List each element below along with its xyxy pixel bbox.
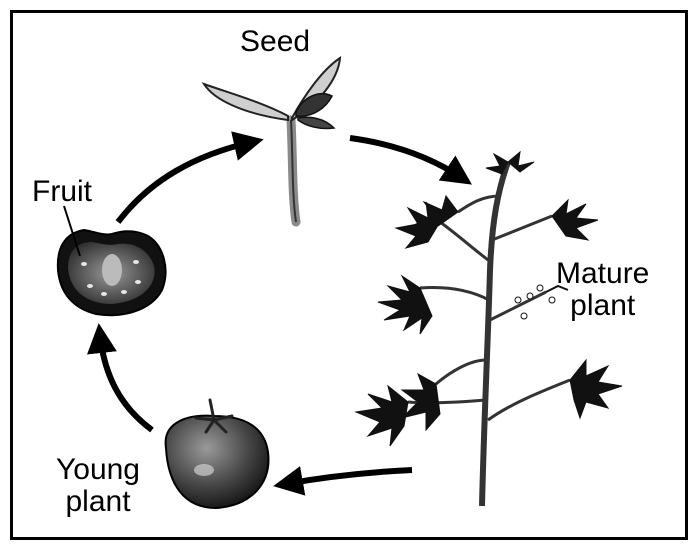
arrow-fruit-to-seed bbox=[115, 131, 264, 224]
mature-plant-label: Mature plant bbox=[556, 257, 650, 322]
arrow-young-to-fruit bbox=[87, 323, 154, 433]
diagram-frame bbox=[10, 10, 688, 540]
fruit-pointer-line bbox=[63, 205, 81, 257]
young-plant-label: Young plant bbox=[56, 453, 140, 518]
mature-plant-image bbox=[354, 150, 623, 507]
seedling-image bbox=[201, 56, 342, 227]
fruit-cross-section-image bbox=[56, 205, 167, 317]
fruit-label: Fruit bbox=[32, 175, 92, 208]
arrow-seed-to-mature bbox=[349, 135, 472, 185]
seed-label: Seed bbox=[240, 25, 311, 58]
tomato-image bbox=[164, 398, 270, 510]
arrow-mature-to-young bbox=[273, 466, 413, 496]
